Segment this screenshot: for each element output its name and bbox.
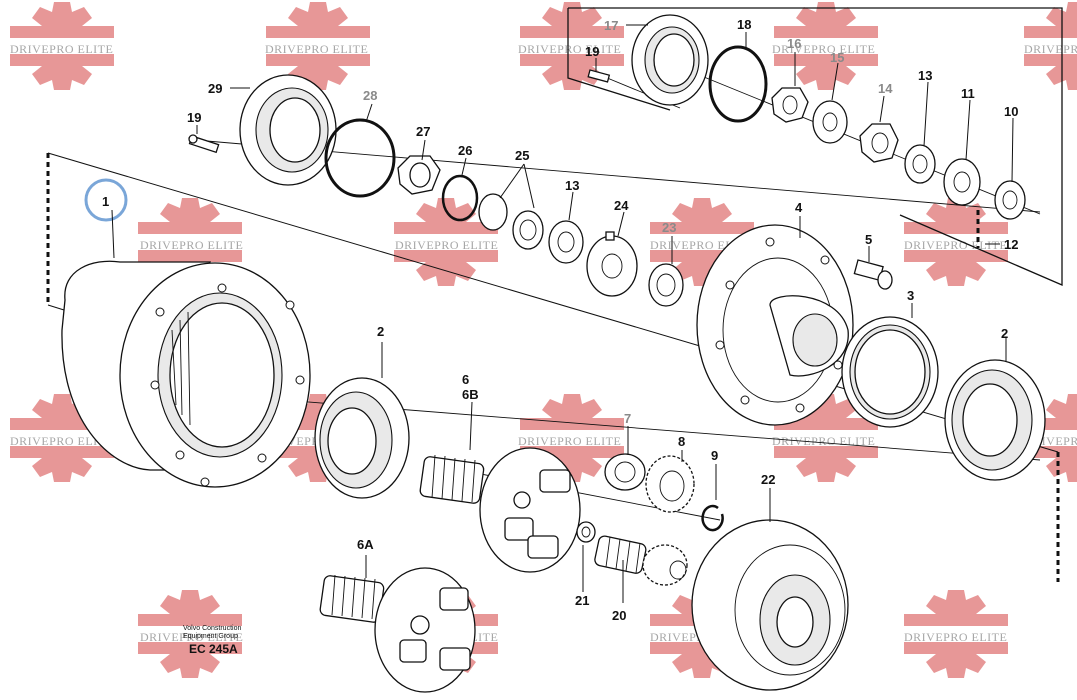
credit-block: Volvo Construction Equipment Group EC 24… bbox=[183, 625, 241, 656]
callout-11: 11 bbox=[961, 86, 975, 101]
hex-nut[interactable] bbox=[397, 155, 441, 195]
callout-19-kit: 19 bbox=[585, 44, 599, 59]
seal-cover[interactable] bbox=[631, 14, 709, 106]
circlip[interactable] bbox=[701, 504, 724, 532]
planet-gear[interactable] bbox=[645, 455, 695, 513]
callout-6a: 6A bbox=[357, 537, 374, 552]
selected-part-highlight bbox=[84, 178, 128, 222]
callout-1: 1 bbox=[102, 194, 109, 209]
callout-12: 12 bbox=[1004, 237, 1018, 252]
planet-carrier[interactable] bbox=[419, 447, 581, 573]
small-washer[interactable] bbox=[576, 521, 596, 543]
callout-5: 5 bbox=[865, 232, 872, 247]
spacer-washer[interactable] bbox=[648, 263, 684, 307]
callout-19: 19 bbox=[187, 110, 201, 125]
watermark-text: DRIVEPRO ELITE bbox=[518, 434, 621, 448]
callout-3: 3 bbox=[907, 288, 914, 303]
watermark-text: DRIVEPRO ELITE bbox=[1024, 42, 1077, 56]
callout-6b: 6B bbox=[462, 387, 479, 402]
kit-nut-2[interactable] bbox=[859, 123, 899, 163]
callout-28: 28 bbox=[363, 88, 377, 103]
watermark-text: DRIVEPRO ELITE bbox=[10, 42, 113, 56]
callout-26: 26 bbox=[458, 143, 472, 158]
watermark-text: DRIVEPRO ELITE bbox=[395, 238, 498, 252]
callout-4: 4 bbox=[795, 200, 803, 215]
kit-o-ring[interactable] bbox=[708, 45, 768, 123]
thrust-plate[interactable] bbox=[586, 231, 638, 297]
callout-25: 25 bbox=[515, 148, 529, 163]
kit-washer-3[interactable] bbox=[943, 158, 981, 206]
sun-gear[interactable] bbox=[594, 535, 688, 586]
credit-line-1: Volvo Construction bbox=[183, 625, 241, 632]
lock-washer-pair[interactable] bbox=[478, 193, 544, 250]
brake-housing[interactable] bbox=[691, 519, 849, 691]
watermark-text: DRIVEPRO ELITE bbox=[265, 42, 368, 56]
needle-bearing[interactable] bbox=[604, 453, 646, 491]
watermark-text: DRIVEPRO ELITE bbox=[904, 238, 1007, 252]
watermark-text: DRIVEPRO ELITE bbox=[772, 42, 875, 56]
wheel-hub[interactable] bbox=[696, 224, 854, 426]
callout-22: 22 bbox=[761, 472, 775, 487]
kit-washer-4[interactable] bbox=[994, 180, 1026, 220]
watermark-text: DRIVEPRO ELITE bbox=[140, 630, 243, 644]
kit-nut[interactable] bbox=[771, 87, 809, 123]
callout-2-right: 2 bbox=[1001, 326, 1008, 341]
callout-29: 29 bbox=[208, 81, 222, 96]
callout-27: 27 bbox=[416, 124, 430, 139]
kit-boundary-top-right bbox=[567, 7, 1063, 286]
o-ring[interactable] bbox=[324, 118, 396, 198]
thrust-washer[interactable] bbox=[548, 220, 584, 264]
callout-14: 14 bbox=[878, 81, 893, 96]
planet-carrier-alt[interactable] bbox=[319, 567, 476, 693]
credit-code: EC 245A bbox=[189, 642, 238, 656]
watermark-text: DRIVEPRO ELITE bbox=[904, 630, 1007, 644]
end-cover[interactable] bbox=[239, 74, 337, 186]
callout-7: 7 bbox=[624, 411, 631, 426]
callout-10: 10 bbox=[1004, 104, 1018, 119]
callout-15: 15 bbox=[830, 50, 844, 65]
callout-23: 23 bbox=[662, 220, 676, 235]
callout-2-left: 2 bbox=[377, 324, 384, 339]
snap-ring[interactable] bbox=[441, 174, 479, 222]
ring-gear-housing[interactable] bbox=[61, 260, 311, 488]
bolt[interactable] bbox=[188, 134, 220, 154]
callout-8: 8 bbox=[678, 434, 685, 449]
callout-6: 6 bbox=[462, 372, 469, 387]
callout-24: 24 bbox=[614, 198, 629, 213]
callout-18: 18 bbox=[737, 17, 751, 32]
shaft-seal[interactable] bbox=[841, 316, 939, 428]
kit-washer[interactable] bbox=[812, 100, 848, 144]
watermark-text: DRIVEPRO ELITE bbox=[10, 434, 113, 448]
callout-13-mid: 13 bbox=[565, 178, 579, 193]
callout-16: 16 bbox=[787, 36, 801, 51]
callout-20: 20 bbox=[612, 608, 626, 623]
leader-lines bbox=[111, 24, 1014, 603]
hub-bolt[interactable] bbox=[853, 259, 893, 290]
callout-13-top: 13 bbox=[918, 68, 932, 83]
bearing-right[interactable] bbox=[944, 359, 1046, 481]
callout-17: 17 bbox=[604, 18, 618, 33]
kit-washer-2[interactable] bbox=[904, 144, 936, 184]
watermark-text: DRIVEPRO ELITE bbox=[140, 238, 243, 252]
credit-line-2: Equipment Group bbox=[183, 633, 238, 640]
callout-21: 21 bbox=[575, 593, 589, 608]
watermark-text: DRIVEPRO ELITE bbox=[518, 42, 621, 56]
bearing-left[interactable] bbox=[314, 377, 410, 499]
kit-bolt[interactable] bbox=[587, 69, 611, 83]
callout-labels: 1 2 2 3 4 5 6 6B 6A 7 8 9 10 11 12 13 13… bbox=[102, 17, 1018, 623]
callout-9: 9 bbox=[711, 448, 718, 463]
